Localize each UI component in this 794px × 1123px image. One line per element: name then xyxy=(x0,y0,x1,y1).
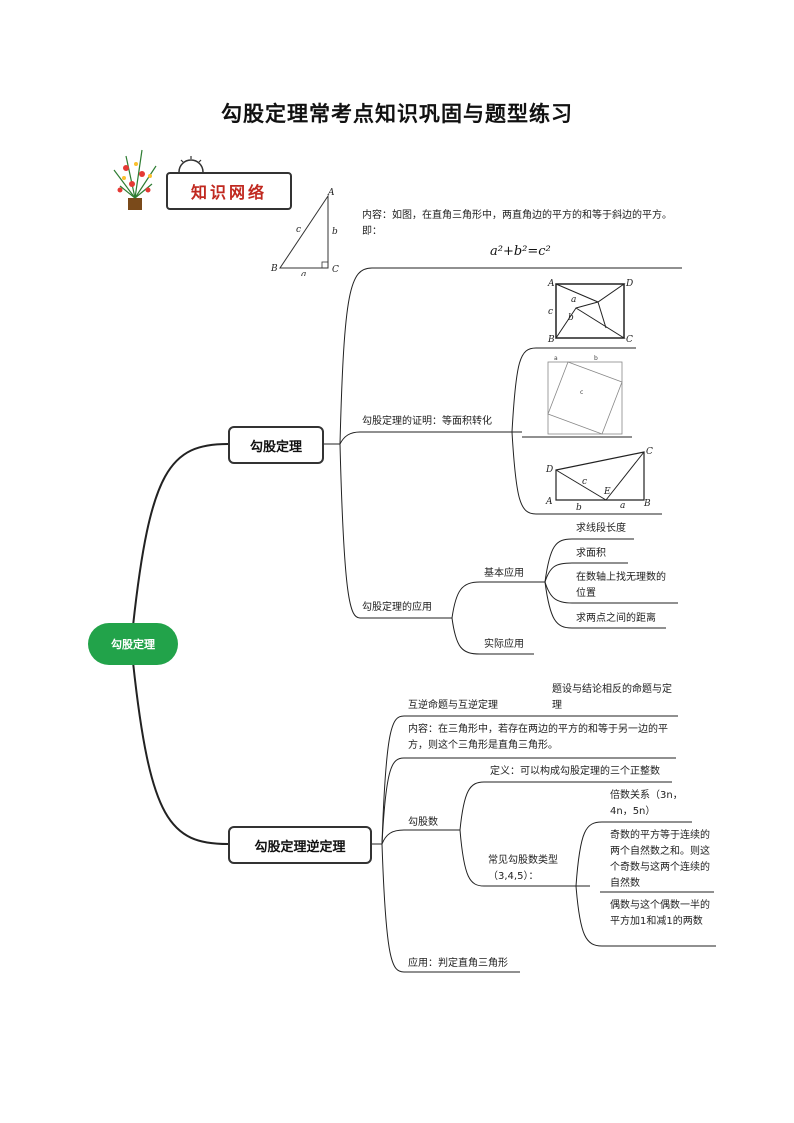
sq2-a: a xyxy=(554,355,558,362)
tri-label-C: C xyxy=(332,265,339,275)
tri-label-B: B xyxy=(270,264,278,274)
sq1-D: D xyxy=(625,279,633,289)
inverse-definition: 题设与结论相反的命题与定理 xyxy=(552,684,672,711)
inverse-proposition-label: 互逆命题与互逆定理 xyxy=(408,700,498,711)
basic-application-label: 基本应用 xyxy=(484,568,524,579)
trap-A: A xyxy=(545,497,553,507)
converse-content: 内容：在三角形中，若存在两边的平方的和等于另一边的平方，则这个三角形是直角三角形… xyxy=(408,724,668,751)
section-badge: 知识网络 xyxy=(166,172,292,210)
trap-C: C xyxy=(646,447,653,457)
basic-item: 求面积 xyxy=(576,548,606,559)
trap-b: b xyxy=(576,503,582,510)
formula: a²+b²=c² xyxy=(490,244,551,259)
triple-definition: 定义：可以构成勾股定理的三个正整数 xyxy=(490,766,660,777)
tri-label-A: A xyxy=(327,188,335,198)
sq1-c: c xyxy=(548,307,553,317)
sun-icon xyxy=(178,156,204,173)
basic-item: 求线段长度 xyxy=(576,523,626,534)
trap-E: E xyxy=(603,487,611,497)
tri-label-c: c xyxy=(296,225,301,235)
practical-application-label: 实际应用 xyxy=(484,639,524,650)
common-triples-label: 常见勾股数类型（3,4,5）： xyxy=(488,855,558,882)
trap-c: c xyxy=(582,477,587,487)
sq1-C: C xyxy=(626,335,633,344)
proof-figure-square-2: a b c xyxy=(547,355,623,435)
proof-figure-square-1: A D B C a b c xyxy=(547,279,633,344)
common-item: 偶数与这个偶数一半的平方加1和减1的两数 xyxy=(610,900,710,927)
proof-figure-trapezoid: C D A B E a b c xyxy=(545,447,653,510)
tri-label-a: a xyxy=(301,270,306,276)
trap-B: B xyxy=(643,499,651,509)
page-title: 勾股定理常考点知识巩固与题型练习 xyxy=(221,101,573,126)
sq1-a: a xyxy=(571,295,576,305)
branch-pythagorean-theorem: 勾股定理 xyxy=(228,426,324,464)
sq2-c: c xyxy=(580,389,583,396)
application-label: 勾股定理的应用 xyxy=(362,602,432,613)
application-judge-label: 应用：判定直角三角形 xyxy=(408,958,508,969)
theorem-content: 内容：如图，在直角三角形中，两直角边的平方的和等于斜边的平方。即： xyxy=(362,210,672,237)
proof-label: 勾股定理的证明：等面积转化 xyxy=(362,416,492,427)
sq1-B: B xyxy=(547,335,555,344)
sq1-b: b xyxy=(568,313,574,323)
trap-a: a xyxy=(620,501,625,510)
triple-label: 勾股数 xyxy=(408,817,438,828)
common-item: 奇数的平方等于连续的两个自然数之和。则这个奇数与这两个连续的自然数 xyxy=(610,830,710,889)
sq1-A: A xyxy=(547,279,555,289)
trap-D: D xyxy=(545,465,553,475)
plant-decoration-icon xyxy=(113,149,157,210)
common-item: 倍数关系（3n，4n，5n） xyxy=(610,790,683,817)
sq2-b: b xyxy=(594,355,598,362)
root-node: 勾股定理 xyxy=(88,623,178,665)
branch-converse-theorem: 勾股定理逆定理 xyxy=(228,826,372,864)
right-triangle-figure: A B C a b c xyxy=(270,188,339,276)
tri-label-b: b xyxy=(332,227,338,237)
basic-item: 在数轴上找无理数的位置 xyxy=(576,572,666,599)
basic-item: 求两点之间的距离 xyxy=(576,613,656,624)
